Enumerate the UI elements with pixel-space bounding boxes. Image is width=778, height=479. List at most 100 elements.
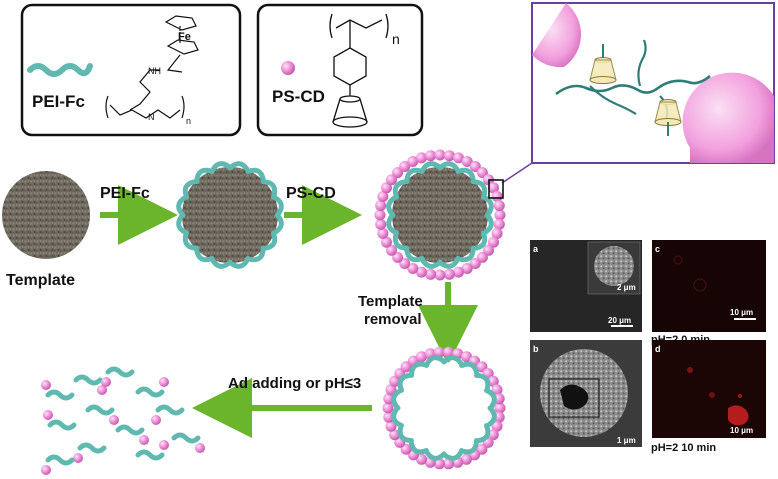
pei-chain <box>260 179 278 197</box>
pei-chain <box>423 355 445 368</box>
free-pei-chain <box>135 449 165 461</box>
ps-cd-bead <box>382 402 394 414</box>
pei-chain <box>455 167 476 182</box>
nh-label: NH <box>148 66 161 76</box>
ps-cd-bead <box>377 228 389 239</box>
panel-d-letter: d <box>655 344 661 354</box>
pei-chain <box>409 440 429 455</box>
ps-cd-bead <box>443 346 455 358</box>
ps-cd-bead <box>385 420 397 432</box>
pei-chain <box>409 361 427 378</box>
pei-chain <box>386 214 400 236</box>
ps-cd-bead <box>491 228 503 239</box>
pei-subscript: n <box>186 116 191 126</box>
removal-label-line2: removal <box>364 311 422 328</box>
pei-chain <box>229 255 251 269</box>
ps-cd-bead <box>461 351 472 363</box>
step1-label: PEI-Fc <box>100 185 150 202</box>
ps-cd-bead <box>377 191 389 202</box>
ps-cd-bead <box>375 200 387 212</box>
ps-cd-bead <box>443 150 455 162</box>
ps-cd-bead <box>389 429 401 441</box>
pei-chain <box>441 355 463 366</box>
free-pei-chain <box>45 389 75 401</box>
ps-cd-bead <box>416 453 427 465</box>
ps-cd-bead <box>443 268 455 280</box>
pei-chain <box>420 258 443 269</box>
pei-chain <box>397 425 414 443</box>
cd-host-2-icon <box>654 99 682 126</box>
pei-chain <box>470 179 488 197</box>
pei-fc-polymer-symbol <box>27 63 93 77</box>
free-ps-cd-bead <box>43 410 53 420</box>
ps-cd-particle-symbol <box>281 61 295 75</box>
pei-chain <box>392 233 410 251</box>
free-ps-cd-bead <box>159 440 169 450</box>
free-ps-cd-bead <box>41 465 51 475</box>
pei-chain <box>248 245 266 263</box>
panel-a-inset-scale: 2 μm <box>617 283 636 292</box>
free-ps-cd-bead <box>109 415 119 425</box>
pei-chain <box>461 438 479 455</box>
pei-chain <box>270 194 284 216</box>
pei-chain <box>486 405 497 427</box>
cyclodextrin-icon <box>332 95 368 128</box>
pei-chain <box>209 161 231 175</box>
zoom-connector <box>501 162 533 184</box>
ps-cd-bead <box>443 458 455 470</box>
free-pei-chain <box>85 404 115 416</box>
pei-chain <box>194 167 212 185</box>
release-label: Ad adding or pH≤3 <box>228 375 361 392</box>
pei-chain <box>182 179 197 200</box>
pei-backbone <box>105 54 185 119</box>
ps-cd-bead <box>453 152 464 164</box>
cd-host-1-icon <box>589 57 617 84</box>
pei-chain <box>425 450 447 461</box>
pei-chain <box>182 233 200 251</box>
ps-cd-bead <box>416 266 427 278</box>
panel-c-letter: c <box>655 244 660 254</box>
pei-chain <box>458 245 476 263</box>
ps-subscript: n <box>392 31 400 47</box>
released-fragments <box>41 366 205 475</box>
ps-cd-bead <box>461 156 473 167</box>
free-ps-cd-bead <box>73 453 83 463</box>
pei-chain <box>273 212 284 235</box>
ps-cd-bead <box>386 244 397 256</box>
ps-cd-bead <box>381 236 392 248</box>
pei-chain <box>483 212 494 235</box>
free-ps-cd-bead <box>41 380 51 390</box>
pei-chain <box>473 230 488 251</box>
panel-b-scale: 1 μm <box>617 436 636 445</box>
hollow-capsule <box>382 346 506 470</box>
panel-d-caption: pH=2 10 min <box>651 442 716 454</box>
ps-cd-bead <box>375 218 387 230</box>
panel-a-scale: 20 μm <box>608 316 631 325</box>
ps-cd-coated-template <box>374 149 506 281</box>
free-ps-cd-bead <box>195 443 205 453</box>
ps-cd-bead <box>385 384 397 396</box>
pei-chain <box>439 255 461 269</box>
ps-cd-bead <box>487 375 499 387</box>
free-pei-chain <box>155 404 185 416</box>
pei-chain <box>419 161 441 175</box>
pei-fc-structure-box: PEI-Fc Fe NH N n <box>20 3 242 137</box>
panel-d-scale: 10 μm <box>730 426 753 435</box>
micrograph-c: c 10 μm <box>652 240 766 332</box>
ps-cd-bead <box>494 402 506 414</box>
pei-chain <box>245 167 266 182</box>
pei-chain <box>194 248 215 263</box>
ps-cd-bead <box>407 263 419 274</box>
ps-cd-bead <box>491 191 503 202</box>
pei-chain <box>176 214 190 236</box>
ps-cd-bead <box>493 200 505 212</box>
ps-cd-bead <box>374 209 386 221</box>
ps-cd-bead <box>381 182 392 194</box>
micrograph-d: d 10 μm <box>652 340 766 438</box>
pei-chain <box>459 361 479 376</box>
ps-cd-bead <box>433 458 445 470</box>
pei-coated-template <box>176 161 284 269</box>
pei-chain <box>210 258 233 269</box>
pei-chain <box>386 195 397 218</box>
